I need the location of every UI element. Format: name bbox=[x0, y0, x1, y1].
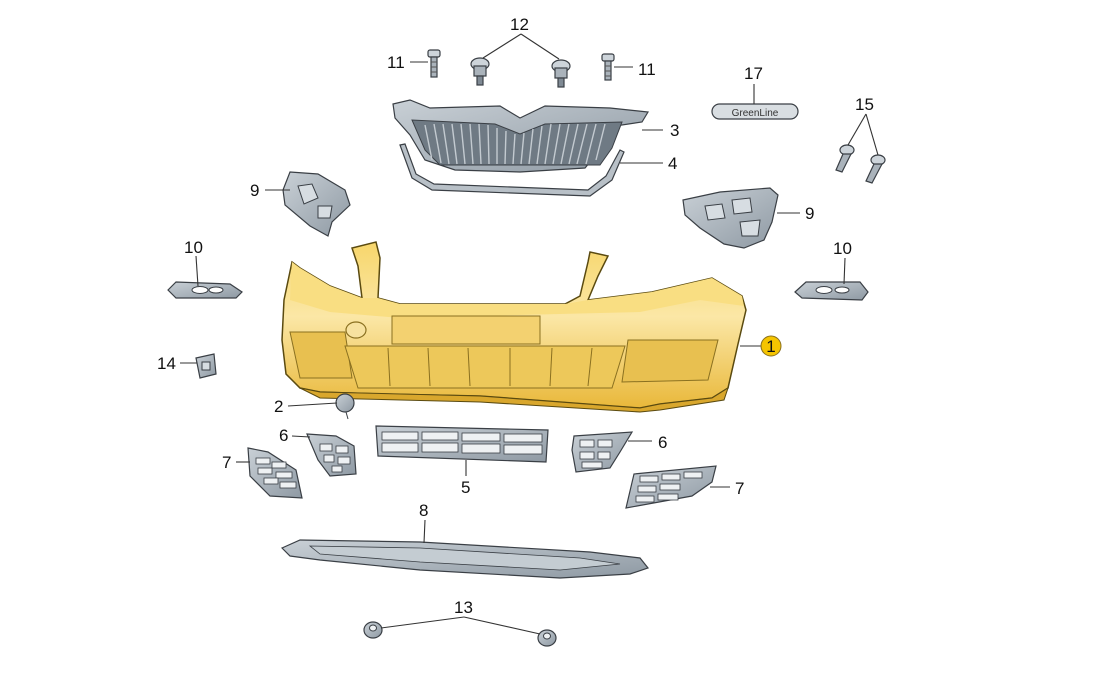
callout-3: 3 bbox=[670, 121, 679, 140]
screw-11-right bbox=[601, 53, 615, 81]
callout-2: 2 bbox=[274, 397, 283, 416]
screw-15-left bbox=[835, 144, 855, 173]
mounting-bracket-left bbox=[282, 171, 351, 237]
lower-grille bbox=[375, 425, 549, 463]
screw-12-right bbox=[551, 59, 571, 88]
retaining-clip bbox=[195, 353, 217, 379]
callout-9-right: 9 bbox=[805, 204, 814, 223]
tow-eye-cap bbox=[335, 393, 355, 420]
grille-trim-strip bbox=[399, 143, 625, 197]
headlamp-washer-mount-right bbox=[794, 281, 869, 301]
badge-text: GreenLine bbox=[732, 108, 779, 119]
screw-11-left bbox=[427, 49, 441, 78]
callout-5: 5 bbox=[461, 478, 470, 497]
callout-13: 13 bbox=[454, 598, 473, 617]
bumper-grille-outer-left bbox=[247, 447, 303, 499]
headlamp-washer-mount-left bbox=[167, 281, 243, 299]
callout-6-left: 6 bbox=[279, 426, 288, 445]
screw-15-right bbox=[865, 154, 886, 184]
callout-11-left: 11 bbox=[387, 53, 405, 72]
callout-15: 15 bbox=[855, 95, 874, 114]
mounting-bracket-right bbox=[682, 187, 779, 249]
callout-14: 14 bbox=[157, 354, 176, 373]
callout-9-left: 9 bbox=[250, 181, 259, 200]
fog-lamp-grille-right bbox=[571, 431, 634, 473]
lower-spoiler bbox=[280, 539, 650, 579]
callout-1-highlight bbox=[760, 335, 782, 357]
clip-13-right bbox=[537, 629, 557, 647]
callout-10-right: 10 bbox=[833, 239, 852, 258]
fog-lamp-grille-left bbox=[306, 433, 357, 477]
callout-6-right: 6 bbox=[658, 433, 667, 452]
leader-lines bbox=[180, 33, 879, 635]
bumper-grille-outer-right bbox=[625, 465, 717, 509]
callout-12: 12 bbox=[510, 15, 529, 34]
clip-13-left bbox=[363, 621, 383, 639]
callout-7-left: 7 bbox=[222, 453, 231, 472]
callout-4: 4 bbox=[668, 154, 677, 173]
radiator-grille bbox=[392, 99, 649, 173]
screw-12-left bbox=[470, 57, 490, 86]
callout-7-right: 7 bbox=[735, 479, 744, 498]
callout-11-right: 11 bbox=[638, 60, 656, 79]
bumper-cover bbox=[281, 241, 747, 413]
callout-10-left: 10 bbox=[184, 238, 203, 257]
callout-17: 17 bbox=[744, 64, 763, 83]
callout-labels: 11 11 12 3 4 17 15 9 9 10 10 14 2 6 6 5 … bbox=[157, 15, 874, 617]
callout-8: 8 bbox=[419, 501, 428, 520]
callout-1: 1 bbox=[766, 337, 775, 356]
greenline-badge: GreenLine bbox=[711, 103, 799, 120]
